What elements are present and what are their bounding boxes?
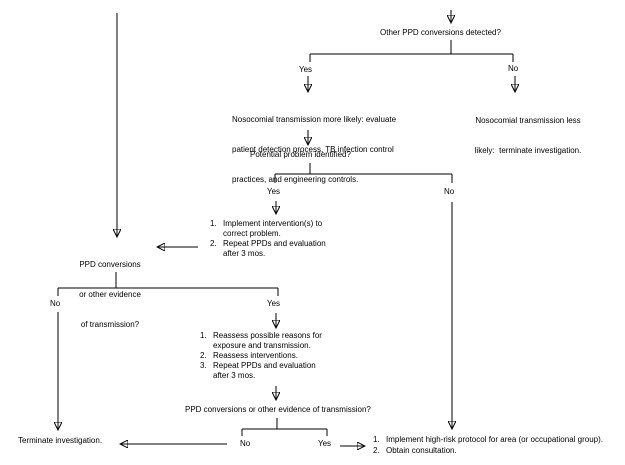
list-item: 2. Reassess interventions. — [200, 351, 322, 361]
label-yes-final: Yes — [318, 439, 332, 448]
node-reassess: 1. Reassess possible reasons for exposure… — [200, 331, 322, 381]
node-nosocomial-less-likely: Nosocomial transmission less likely: ter… — [458, 96, 598, 176]
list-item-text: Obtain consultation. — [386, 446, 457, 455]
node-terminate-investigation: Terminate investigation. — [18, 436, 103, 445]
list-item-text: Implement intervention(s) to — [223, 219, 323, 228]
question-potential-problem: Potential problem identified? — [250, 150, 351, 159]
question-other-ppd-conversions: Other PPD conversions detected? — [380, 28, 501, 37]
node-line: patient detection process, TB infection … — [232, 145, 394, 154]
node-line: or other evidence — [79, 290, 141, 299]
list-item-continuation: correct problem. — [223, 229, 281, 238]
label-no-potential: No — [444, 187, 455, 196]
list-item: 1. Implement high-risk protocol for area … — [373, 434, 603, 445]
list-item: 1. Implement intervention(s) to — [210, 219, 326, 229]
list-item-text: Reassess possible reasons for — [213, 331, 322, 340]
node-line: Nosocomial transmission more likely: eva… — [232, 115, 397, 124]
label-no-ppd: No — [50, 299, 61, 308]
question-ppd-conversions-evidence: PPD conversions or other evidence of tra… — [185, 405, 371, 414]
list-item-number: 2. — [373, 446, 380, 455]
list-item-text: Implement high-risk protocol for area (o… — [386, 435, 603, 444]
list-item-number: 1. — [200, 331, 207, 340]
list-item-continuation: after 3 mos. — [223, 249, 266, 258]
list-item-continuation: after 3 mos. — [213, 371, 256, 380]
node-line: of transmission? — [80, 320, 140, 329]
node-implement-interventions: 1. Implement intervention(s) to correct p… — [210, 219, 326, 259]
label-no-final: No — [240, 439, 251, 448]
list-item-number: 2. — [200, 351, 207, 360]
label-no-top: No — [508, 64, 519, 73]
list-item: 2. Repeat PPDs and evaluation — [210, 239, 326, 249]
node-line: likely: terminate investigation. — [474, 146, 582, 155]
list-item: 1. Reassess possible reasons for — [200, 331, 322, 341]
list-item-text: Repeat PPDs and evaluation — [213, 361, 316, 370]
list-item-number: 1. — [373, 435, 380, 444]
list-item-continuation: exposure and transmission. — [213, 341, 311, 350]
node-line: PPD conversions — [79, 260, 141, 269]
node-line: Nosocomial transmission less — [475, 116, 581, 125]
list-item-text: Repeat PPDs and evaluation — [223, 239, 326, 248]
label-yes-ppd: Yes — [267, 299, 281, 308]
list-item-number: 3. — [200, 361, 207, 370]
label-yes-potential: Yes — [267, 187, 281, 196]
node-line: practices, and engineering controls. — [232, 175, 359, 184]
list-item: 2. Obtain consultation. — [373, 445, 603, 456]
list-item-text: Reassess interventions. — [213, 351, 298, 360]
list-item: 3. Repeat PPDs and evaluation — [200, 361, 322, 371]
node-high-risk-protocol: 1. Implement high-risk protocol for area … — [373, 434, 603, 456]
question-ppd-conversions-evidence-box: PPD conversions or other evidence of tra… — [70, 240, 150, 350]
node-nosocomial-more-likely: Nosocomial transmission more likely: eva… — [232, 95, 396, 205]
label-yes-top: Yes — [299, 65, 313, 74]
list-item-number: 2. — [210, 239, 217, 248]
list-item-number: 1. — [210, 219, 217, 228]
